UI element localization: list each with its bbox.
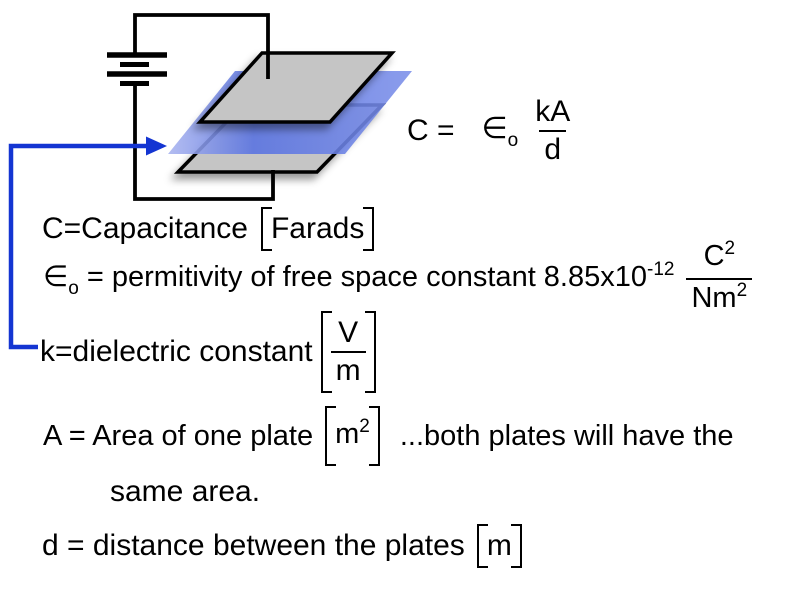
bracket-left [260, 207, 272, 251]
capacitance-formula: C = ∈o kA d [407, 95, 575, 166]
definition-label: A = Area of one plate [43, 420, 314, 452]
unit-label: m [486, 529, 512, 562]
bracket-left [325, 406, 337, 466]
formula-lhs: C = [407, 114, 455, 147]
definition-label: k=dielectric constant [40, 335, 313, 368]
dielectric-pointer-line [8, 143, 149, 350]
capacitor-top-plate [196, 51, 396, 124]
arrow-right-icon [146, 136, 167, 156]
bracket-left [476, 524, 488, 568]
units-fraction: C2 Nm2 [686, 238, 753, 320]
unit-label: Farads [270, 212, 365, 245]
bracket-right [363, 207, 375, 251]
circuit-wire-top [133, 13, 270, 79]
exponent: -12 [647, 259, 675, 280]
note-continuation: same area. [110, 470, 260, 514]
bracket-right [510, 524, 522, 568]
note-text: ...both plates will have the [399, 420, 734, 452]
definition-label: C=Capacitance [42, 212, 248, 245]
battery-icon [107, 52, 167, 86]
definition-permittivity: ∈o= permitivity of free space constant 8… [43, 238, 753, 320]
epsilon-naught: ∈o [481, 112, 519, 151]
circuit-wire-bottom [133, 84, 275, 201]
unit-bracket: m [476, 524, 522, 568]
bracket-right [364, 311, 376, 393]
definition-capacitance: C=Capacitance Farads [42, 202, 375, 256]
definition-distance: d = distance between the plates m [42, 522, 522, 570]
unit-bracket: Farads [260, 207, 375, 251]
unit-bracket: m2 [325, 406, 380, 466]
definition-label: d = distance between the plates [42, 529, 465, 562]
definition-area: A = Area of one plate m2 ...both plates … [43, 402, 734, 470]
bracket-right [368, 406, 380, 466]
definition-text: ∈o= permitivity of free space constant 8… [43, 259, 675, 299]
unit-label: m2 [335, 416, 370, 450]
formula-fraction: kA d [535, 95, 571, 166]
note-text: same area. [110, 475, 261, 508]
bracket-left [320, 311, 332, 393]
epsilon-naught: ∈ [43, 261, 69, 293]
